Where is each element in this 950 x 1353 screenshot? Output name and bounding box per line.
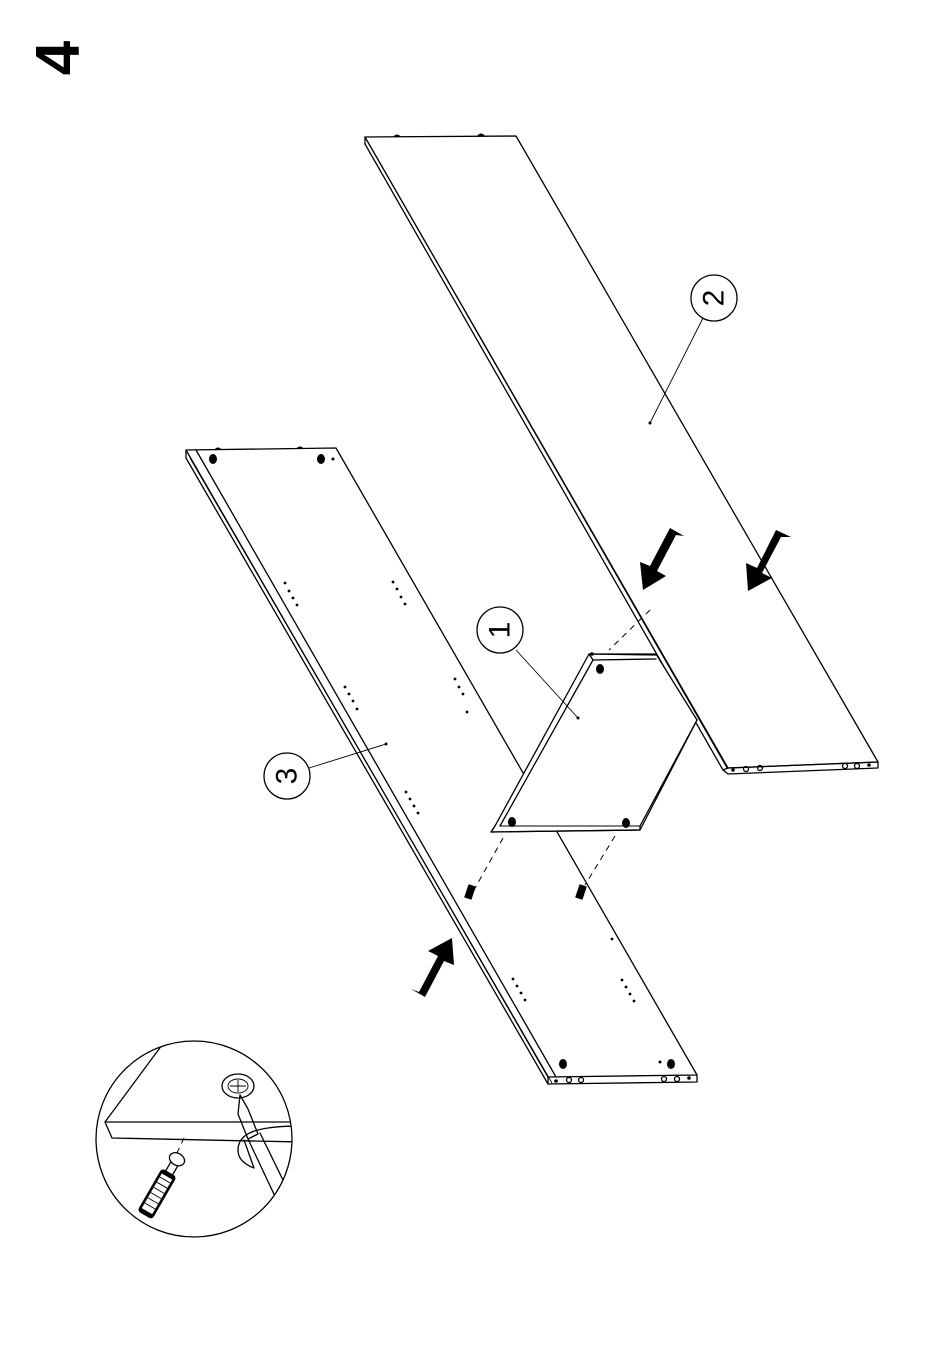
step-number: 4	[23, 40, 92, 75]
cam-screw	[465, 885, 586, 899]
callout-1: 1	[477, 607, 578, 718]
callout-3-label: 3	[271, 768, 304, 785]
callout-1-label: 1	[484, 622, 517, 639]
step-number-text: 4	[23, 40, 92, 75]
arrow-up-right	[411, 938, 454, 997]
callout-2-label: 2	[698, 290, 731, 307]
detail-inset	[96, 1041, 353, 1242]
panel-1	[491, 652, 697, 832]
arrow-down-left-1	[640, 528, 684, 590]
arrow-down-left-2	[746, 530, 791, 591]
callout-2: 2	[650, 275, 737, 423]
